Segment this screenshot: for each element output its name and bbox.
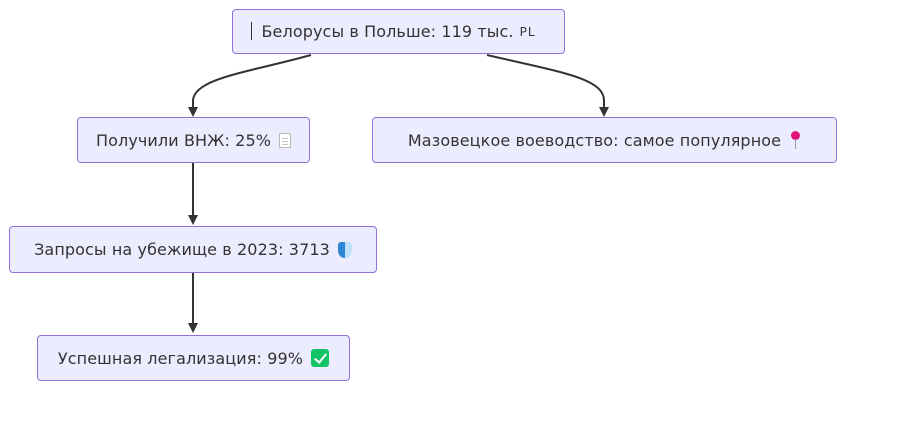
node-belarusians-in-poland[interactable]: Белорусы в Польше: 119 тыс. PL xyxy=(232,9,565,54)
pin-icon xyxy=(789,131,801,149)
document-icon xyxy=(279,132,292,148)
node-asylum-requests[interactable]: Запросы на убежище в 2023: 3713 xyxy=(9,226,377,273)
check-icon xyxy=(311,349,330,367)
node-label: Запросы на убежище в 2023: 3713 xyxy=(34,240,330,259)
edge-root-to-mazovia xyxy=(486,54,609,117)
text-cursor xyxy=(251,22,252,40)
shield-icon xyxy=(337,241,352,258)
node-label: Успешная легализация: 99% xyxy=(57,348,304,368)
node-label: Мазовецкое воеводство: самое популярное xyxy=(407,130,782,150)
node-mazovian-voivodeship[interactable]: Мазовецкое воеводство: самое популярное xyxy=(372,117,837,163)
poland-flag-icon: PL xyxy=(519,24,536,39)
node-residence-permit[interactable]: Получили ВНЖ: 25% xyxy=(77,117,310,163)
edge-root-to-permit xyxy=(188,54,312,117)
node-successful-legalization[interactable]: Успешная легализация: 99% xyxy=(37,335,350,381)
node-label: Белорусы в Польше: 119 тыс. xyxy=(261,22,514,41)
node-label: Получили ВНЖ: 25% xyxy=(95,130,272,150)
